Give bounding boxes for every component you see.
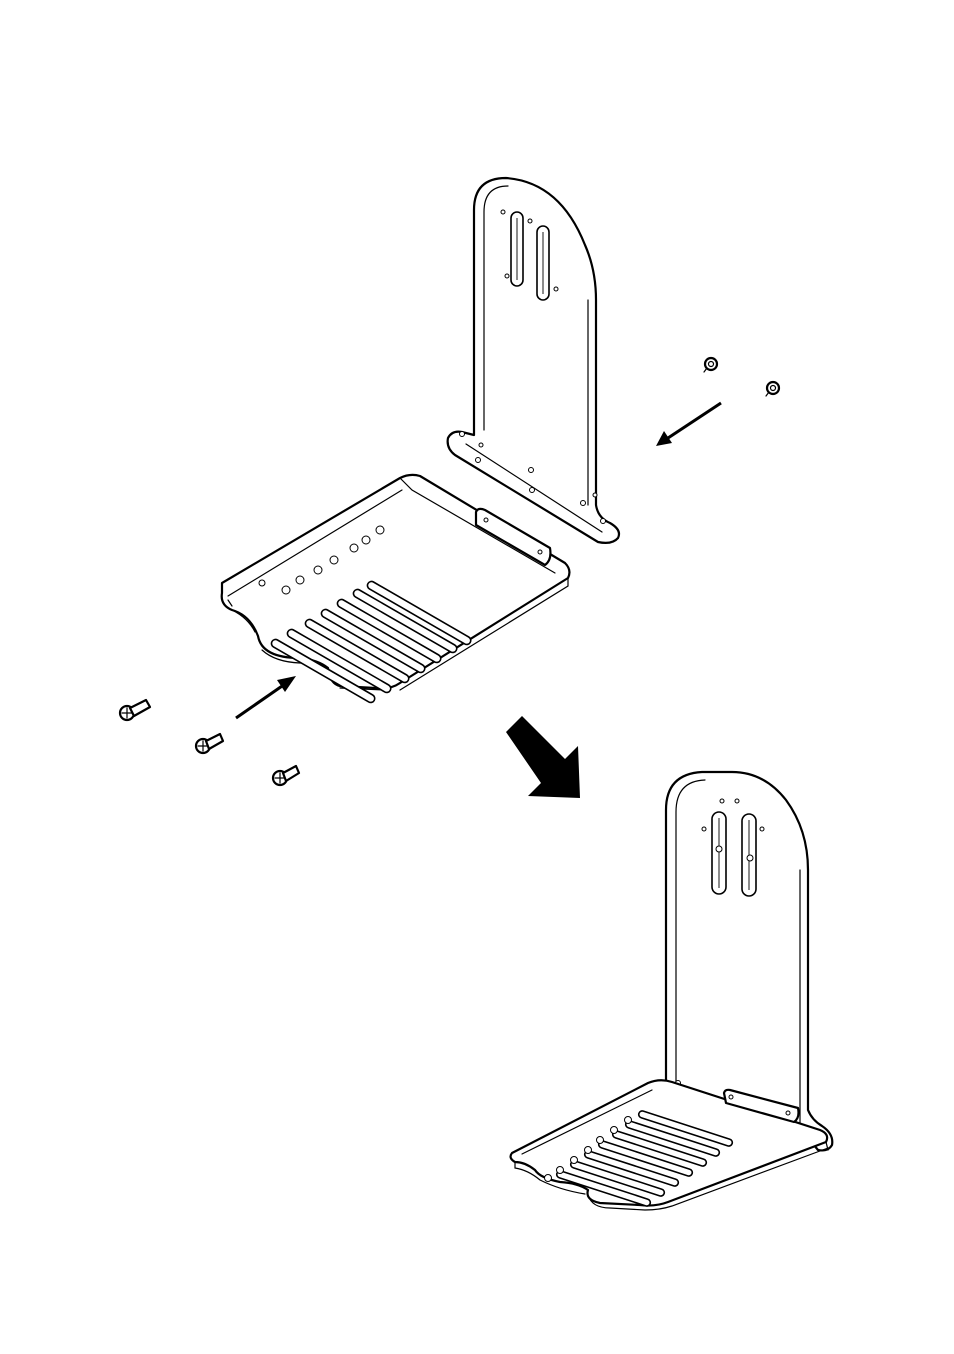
short-screw <box>704 358 717 372</box>
threaded-screw <box>120 700 150 720</box>
step-arrow <box>506 716 580 798</box>
short-screw <box>766 382 779 396</box>
grated-shelf <box>222 475 570 704</box>
assembled-view <box>511 772 833 1210</box>
threaded-screw <box>273 766 299 785</box>
insert-arrow-left <box>236 676 296 718</box>
exploded-view <box>120 178 779 785</box>
insert-arrow-right <box>656 403 721 446</box>
vertical-bracket <box>448 178 619 543</box>
threaded-screw <box>196 734 223 753</box>
